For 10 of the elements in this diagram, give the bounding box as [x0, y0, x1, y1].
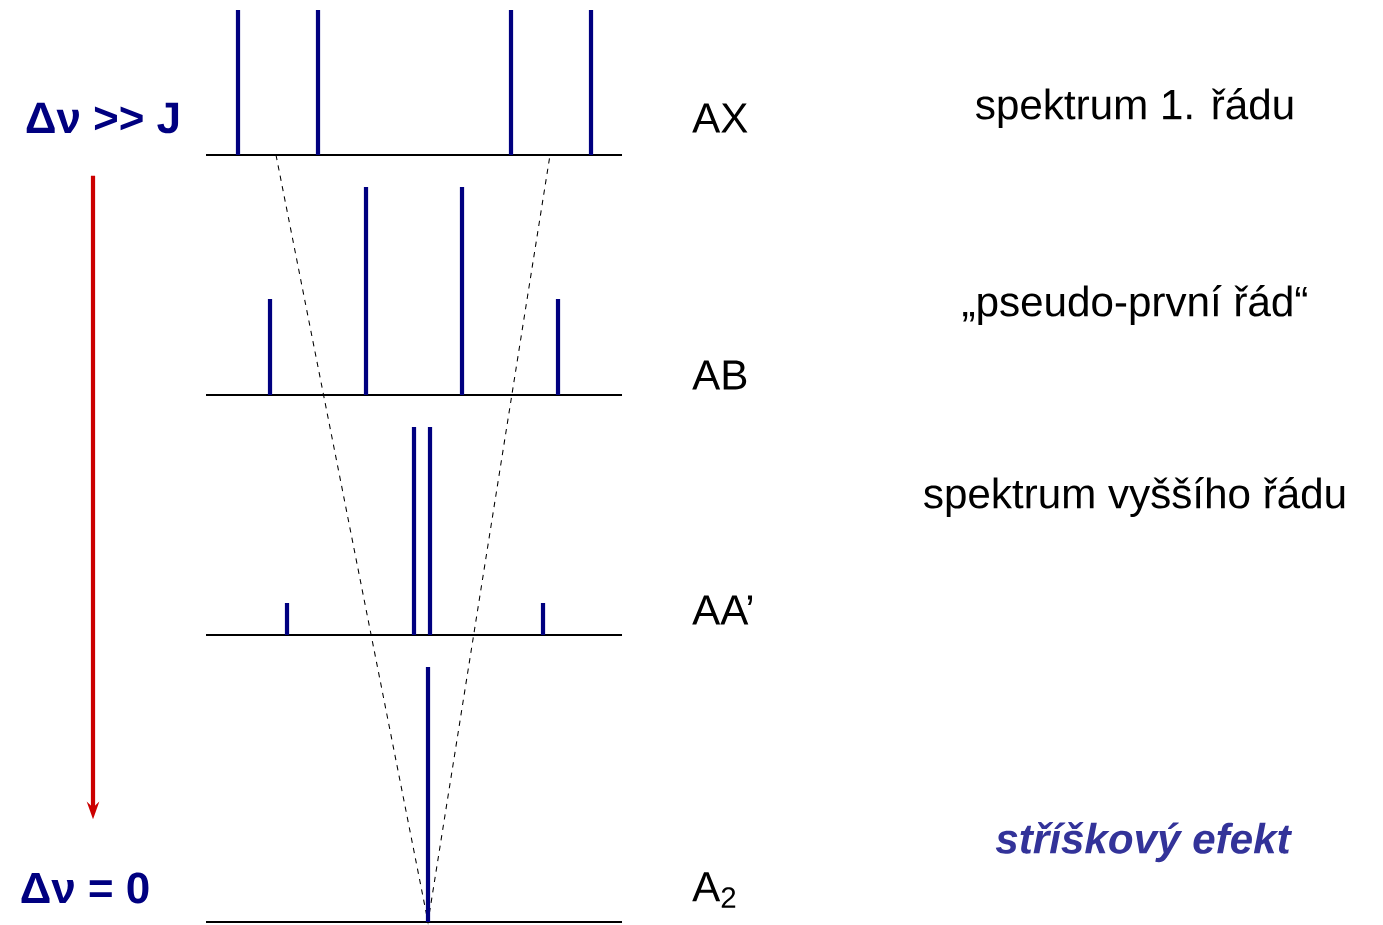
order-label: spektrum 1. řádu	[976, 88, 1293, 128]
spectrum-type-label: AA’	[692, 595, 752, 625]
spectrum-type-label: A$_{2}$	[692, 872, 736, 908]
effect-label: stříškový efekt	[995, 821, 1293, 863]
spectrum-type-label: AX	[692, 103, 748, 133]
delta-label: Δν >> J	[26, 102, 179, 134]
spectrum-type-label: AB	[692, 360, 747, 390]
order-label: „pseudo-první řád“	[963, 285, 1307, 325]
order-label: spektrum vyššího řádu	[924, 477, 1345, 517]
delta-label: Δν = 0	[21, 872, 149, 904]
